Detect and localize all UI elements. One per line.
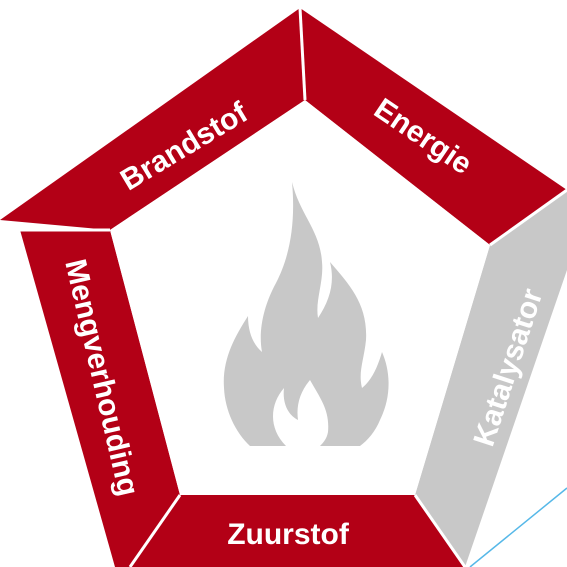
accent-line <box>469 487 567 567</box>
segment-mengverhouding <box>20 230 180 567</box>
segment-zuurstof <box>130 495 465 567</box>
segment-energie <box>300 8 567 245</box>
segment-katalysator <box>415 190 567 567</box>
segment-brandstof <box>0 8 305 230</box>
flame-icon <box>223 182 389 446</box>
label-zuurstof: Zuurstof <box>227 518 350 551</box>
segment-dividers <box>20 7 567 567</box>
